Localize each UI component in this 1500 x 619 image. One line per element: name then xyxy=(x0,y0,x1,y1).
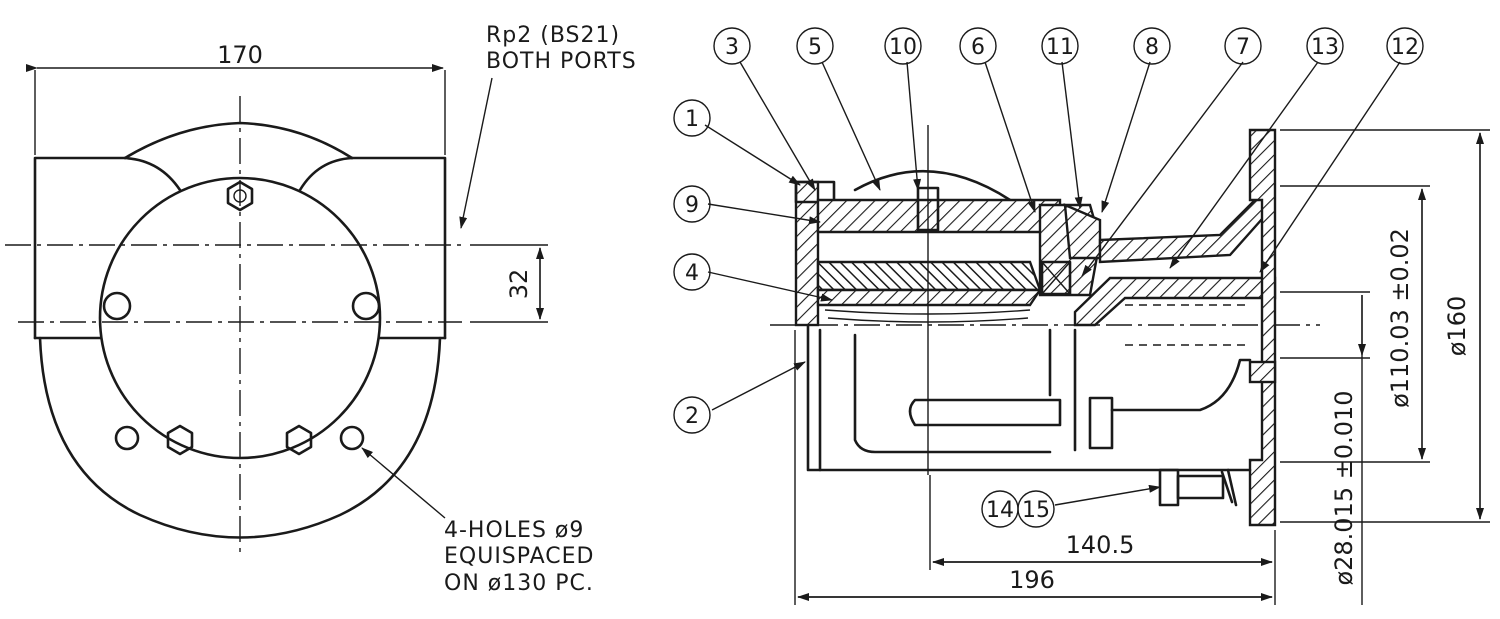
section-view: 196 140.5 ø160 ø110.03 ±0.02 ø28.015 ±0.… xyxy=(770,125,1490,605)
balloon-6: 6 xyxy=(959,27,997,65)
svg-text:13: 13 xyxy=(1311,35,1339,60)
svg-text:3: 3 xyxy=(725,35,739,60)
svg-text:2: 2 xyxy=(685,404,699,429)
svg-text:14: 14 xyxy=(986,498,1014,523)
port-note-line2: BOTH PORTS xyxy=(486,49,637,74)
holes-note-line1: 4-HOLES ø9 xyxy=(444,518,584,543)
front-view: 170 32 Rp2 (BS21) BOTH PORTS 4-HOLES ø9 … xyxy=(5,23,637,596)
balloon-5: 5 xyxy=(796,27,834,65)
svg-text:7: 7 xyxy=(1236,35,1250,60)
dim-width: 170 xyxy=(217,41,263,69)
svg-text:6: 6 xyxy=(971,35,985,60)
balloon-11: 11 xyxy=(1041,27,1079,65)
svg-text:1: 1 xyxy=(685,107,699,132)
balloon-13: 13 xyxy=(1306,27,1344,65)
dim-dia-flange: ø160 xyxy=(1443,296,1471,357)
balloon-15: 15 xyxy=(1017,490,1055,528)
balloon-7: 7 xyxy=(1224,27,1262,65)
balloon-8: 8 xyxy=(1133,27,1171,65)
dim-dia-shaft: ø28.015 ±0.010 xyxy=(1330,390,1358,585)
svg-text:15: 15 xyxy=(1022,498,1050,523)
balloon-10: 10 xyxy=(884,27,922,65)
svg-text:9: 9 xyxy=(685,193,699,218)
svg-text:8: 8 xyxy=(1145,35,1159,60)
dim-length-partial: 140.5 xyxy=(1066,531,1135,559)
balloon-14: 14 xyxy=(981,490,1019,528)
balloon-1: 1 xyxy=(673,99,711,137)
holes-note-line2: EQUISPACED xyxy=(444,544,595,569)
balloon-2: 2 xyxy=(673,396,711,434)
svg-text:5: 5 xyxy=(808,35,822,60)
balloons: 1 2 3 4 5 6 7 8 9 10 11 12 13 14 15 xyxy=(673,27,1424,528)
balloon-3: 3 xyxy=(713,27,751,65)
dim-length-total: 196 xyxy=(1009,566,1055,594)
balloon-4: 4 xyxy=(673,253,711,291)
dim-dia-spigot: ø110.03 ±0.02 xyxy=(1386,228,1414,408)
dim-offset: 32 xyxy=(505,269,533,300)
holes-note-line3: ON ø130 PC. xyxy=(444,571,594,596)
port-note-line1: Rp2 (BS21) xyxy=(486,23,620,48)
svg-text:12: 12 xyxy=(1391,35,1419,60)
svg-text:10: 10 xyxy=(889,35,917,60)
balloon-9: 9 xyxy=(673,185,711,223)
svg-text:4: 4 xyxy=(685,261,699,286)
balloon-12: 12 xyxy=(1386,27,1424,65)
svg-text:11: 11 xyxy=(1046,35,1074,60)
